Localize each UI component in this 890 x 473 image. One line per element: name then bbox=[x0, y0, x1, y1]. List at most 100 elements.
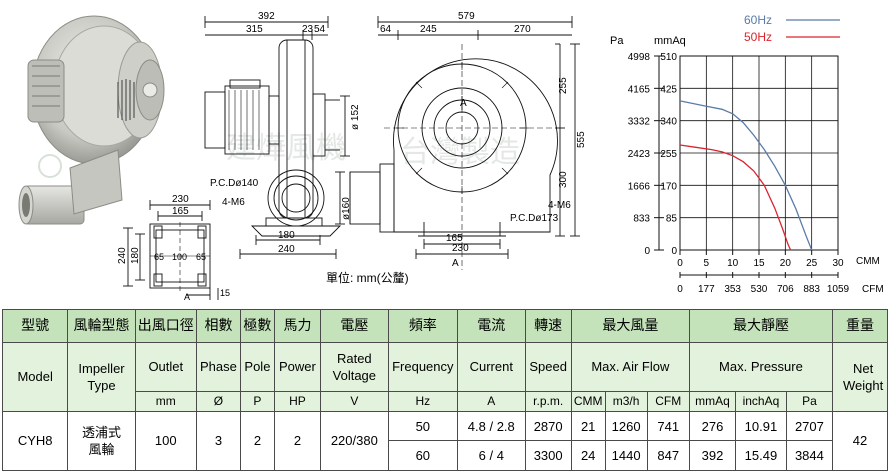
unit-pole: P bbox=[240, 390, 275, 412]
dim-65-b: 65 bbox=[196, 252, 206, 262]
table-row: 60 6 / 4 3300 24 1440 847 392 15.49 3844 bbox=[3, 440, 888, 471]
cell-voltage: 220/380 bbox=[320, 410, 389, 472]
y-tick-label-mmaq: 85 bbox=[666, 214, 678, 225]
th-voltage-en: Rated Voltage bbox=[320, 341, 389, 392]
th-pressure-en: Max. Pressure bbox=[688, 341, 834, 392]
dim-64: 64 bbox=[380, 24, 392, 35]
dim-270: 270 bbox=[514, 24, 531, 35]
header-row-zh: 型號 風輪型態 出風口徑 相數 極數 馬力 電壓 頻率 電流 轉速 最大風量 最… bbox=[1, 309, 888, 343]
chart-ticks: 0051771035315530207062588330105951049984… bbox=[628, 52, 850, 295]
y-right-label: mmAq bbox=[654, 35, 686, 47]
th-weight-zh: 重量 bbox=[832, 309, 888, 343]
x-tick-label-cfm: 177 bbox=[698, 284, 715, 295]
th-weight-en: Net Weight bbox=[832, 341, 888, 412]
dim-240-vertical: 240 bbox=[117, 247, 128, 264]
m6-left-label: 4-M6 bbox=[222, 197, 245, 208]
legend-label-50hz: 50Hz bbox=[744, 30, 772, 44]
unit-outlet: mm bbox=[134, 390, 197, 412]
blower-photo bbox=[18, 15, 165, 225]
base-plate-labels: 230 165 240 180 65 100 65 A 15 bbox=[117, 194, 230, 302]
x-tick-label-cmm: 5 bbox=[704, 258, 710, 269]
y-tick-label-pa: 3332 bbox=[628, 117, 651, 128]
header-row-units: mm Ø P HP V Hz A r.p.m. CMM m3/h CFM mmA… bbox=[3, 390, 888, 412]
cell-inchaq: 10.91 bbox=[735, 410, 787, 442]
m6-right-label: 4-M6 bbox=[548, 200, 571, 211]
th-speed-en: Speed bbox=[524, 341, 572, 392]
dim-phi160: ø160 bbox=[341, 197, 352, 220]
cell-impeller: 透浦式風輪 bbox=[67, 410, 136, 472]
th-airflow-en: Max. Air Flow bbox=[570, 341, 690, 392]
dim-165-right: 165 bbox=[446, 233, 463, 244]
x-label-top: CMM bbox=[856, 256, 880, 267]
cell-current: 4.8 / 2.8 bbox=[457, 410, 526, 442]
unit-speed: r.p.m. bbox=[524, 390, 572, 412]
cell-inchaq: 15.49 bbox=[735, 440, 787, 471]
x-tick-label-cmm: 30 bbox=[832, 258, 844, 269]
x-tick-label-cmm: 25 bbox=[806, 258, 818, 269]
front-view-drawing bbox=[335, 16, 580, 270]
dim-165: 165 bbox=[172, 206, 189, 217]
dim-555: 555 bbox=[576, 131, 587, 148]
unit-power: HP bbox=[273, 390, 322, 412]
x-tick-label-cmm: 0 bbox=[677, 258, 683, 269]
x-tick-label-cfm: 706 bbox=[777, 284, 794, 295]
th-outlet-zh: 出風口徑 bbox=[134, 309, 197, 343]
side-view-drawing bbox=[204, 16, 350, 259]
cell-power: 2 bbox=[273, 410, 322, 472]
chart-series bbox=[679, 100, 813, 251]
dim-300: 300 bbox=[558, 171, 569, 188]
dim-23: 23 bbox=[302, 24, 314, 35]
pcd-140-label: P.C.Dø140 bbox=[210, 178, 259, 189]
table-row: CYH8 透浦式風輪 100 3 2 2 220/380 50 4.8 / 2.… bbox=[1, 410, 888, 472]
cell-current: 6 / 4 bbox=[457, 440, 526, 471]
cell-frequency: 50 bbox=[387, 410, 459, 442]
th-model-en: Model bbox=[1, 341, 69, 412]
unit-mmaq: mmAq bbox=[688, 390, 737, 412]
y-tick-label-mmaq: 510 bbox=[660, 52, 677, 63]
base-plate-drawing bbox=[123, 200, 219, 300]
x-tick-label-cfm: 1059 bbox=[827, 284, 850, 295]
drawing-area: 建燁風機 台灣製造 392 315 2 bbox=[18, 11, 884, 302]
th-power-en: Power bbox=[273, 341, 322, 392]
dim-180-vertical: 180 bbox=[130, 247, 141, 264]
y-tick-label-mmaq: 0 bbox=[671, 246, 677, 257]
cell-pa: 3844 bbox=[785, 440, 834, 471]
th-pole-zh: 極數 bbox=[240, 309, 275, 343]
th-frequency-zh: 頻率 bbox=[387, 309, 459, 343]
side-view-labels: 392 315 23 54 ø 152 P.C.Dø140 4-M6 180 2… bbox=[210, 11, 361, 255]
dim-phi152: ø 152 bbox=[350, 104, 361, 130]
marker-a-top: A bbox=[460, 98, 467, 109]
watermark-left: 建燁風機 bbox=[226, 132, 346, 165]
dim-315: 315 bbox=[246, 24, 263, 35]
y-tick-label-mmaq: 170 bbox=[660, 181, 677, 192]
front-view-labels: 579 64 245 270 255 300 555 ø160 A 4-M6 P… bbox=[341, 11, 587, 269]
x-tick-label-cmm: 15 bbox=[753, 258, 765, 269]
cell-model: CYH8 bbox=[1, 410, 69, 472]
x-tick-label-cmm: 20 bbox=[780, 258, 792, 269]
cell-cfm: 741 bbox=[646, 410, 690, 442]
y-tick-label-pa: 833 bbox=[633, 214, 650, 225]
unit-frequency: Hz bbox=[387, 390, 459, 412]
th-pressure-zh: 最大靜壓 bbox=[688, 309, 834, 343]
series-line-50hz bbox=[679, 144, 792, 251]
y-tick-label-mmaq: 255 bbox=[660, 149, 677, 160]
dim-100: 100 bbox=[172, 252, 187, 262]
th-phase-zh: 相數 bbox=[195, 309, 242, 343]
y-tick-label-pa: 4165 bbox=[628, 84, 651, 95]
unit-note: 單位: mm(公釐) bbox=[326, 270, 409, 285]
th-current-zh: 電流 bbox=[457, 309, 526, 343]
y-tick-label-mmaq: 340 bbox=[660, 117, 677, 128]
cell-speed: 2870 bbox=[524, 410, 572, 442]
x-tick-label-cfm: 0 bbox=[677, 284, 683, 295]
y-tick-label-pa: 1666 bbox=[628, 181, 651, 192]
th-outlet-en: Outlet bbox=[134, 341, 197, 392]
marker-a-base: A bbox=[184, 292, 190, 302]
dim-392: 392 bbox=[258, 11, 275, 22]
dim-245: 245 bbox=[420, 24, 437, 35]
cell-m3h: 1440 bbox=[604, 440, 648, 471]
x-tick-label-cfm: 883 bbox=[803, 284, 820, 295]
x-label-bottom: CFM bbox=[862, 284, 884, 295]
series-line-60hz bbox=[679, 100, 813, 251]
cell-cmm: 24 bbox=[570, 440, 606, 471]
